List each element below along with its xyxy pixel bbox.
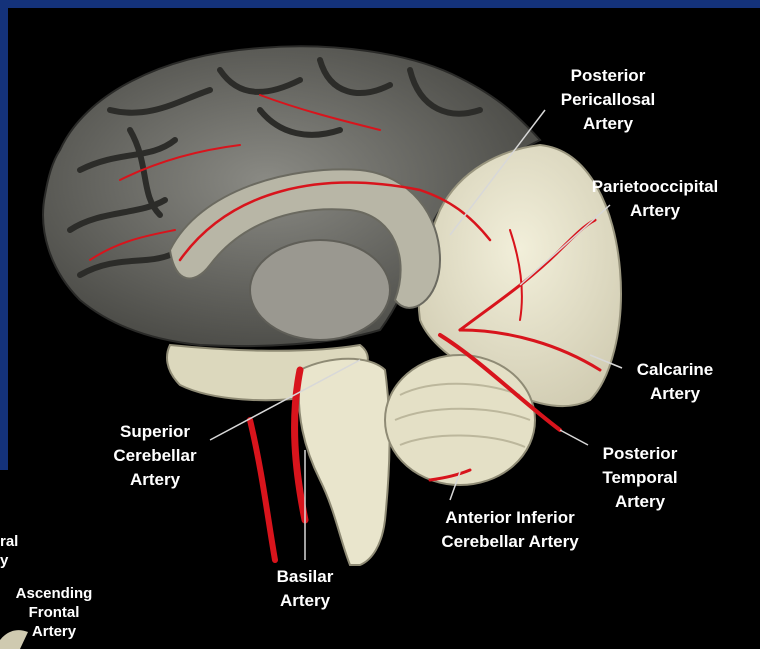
label-line: Anterior Inferior <box>415 506 605 530</box>
label-line: Cerebellar Artery <box>415 530 605 554</box>
label-line: y <box>0 551 22 570</box>
label-inset-partial: ral y <box>0 532 22 570</box>
label-posterior-pericallosal-artery: Posterior Pericallosal Artery <box>548 64 668 136</box>
label-calcarine-artery: Calcarine Artery <box>620 358 730 406</box>
label-line: Ascending <box>2 584 106 603</box>
label-line: Artery <box>2 622 106 641</box>
label-line: Temporal <box>585 466 695 490</box>
label-parietooccipital-artery: Parietooccipital Artery <box>570 175 740 223</box>
label-line: Artery <box>548 112 668 136</box>
label-line: ral <box>0 532 22 551</box>
label-posterior-temporal-artery: Posterior Temporal Artery <box>585 442 695 514</box>
label-line: Artery <box>100 468 210 492</box>
label-superior-cerebellar-artery: Superior Cerebellar Artery <box>100 420 210 492</box>
label-line: Calcarine <box>620 358 730 382</box>
label-line: Posterior <box>585 442 695 466</box>
label-line: Posterior <box>548 64 668 88</box>
label-line: Superior <box>100 420 210 444</box>
label-line: Artery <box>255 589 355 613</box>
label-ascending-frontal-artery: Ascending Frontal Artery <box>2 584 106 641</box>
thalamus <box>250 240 390 340</box>
label-line: Frontal <box>2 603 106 622</box>
label-line: Cerebellar <box>100 444 210 468</box>
label-line: Parietooccipital <box>570 175 740 199</box>
label-basilar-artery: Basilar Artery <box>255 565 355 613</box>
label-line: Artery <box>620 382 730 406</box>
label-line: Artery <box>570 199 740 223</box>
label-line: Basilar <box>255 565 355 589</box>
cerebellum <box>385 355 535 485</box>
label-line: Pericallosal <box>548 88 668 112</box>
label-anterior-inferior-cerebellar-artery: Anterior Inferior Cerebellar Artery <box>415 506 605 554</box>
